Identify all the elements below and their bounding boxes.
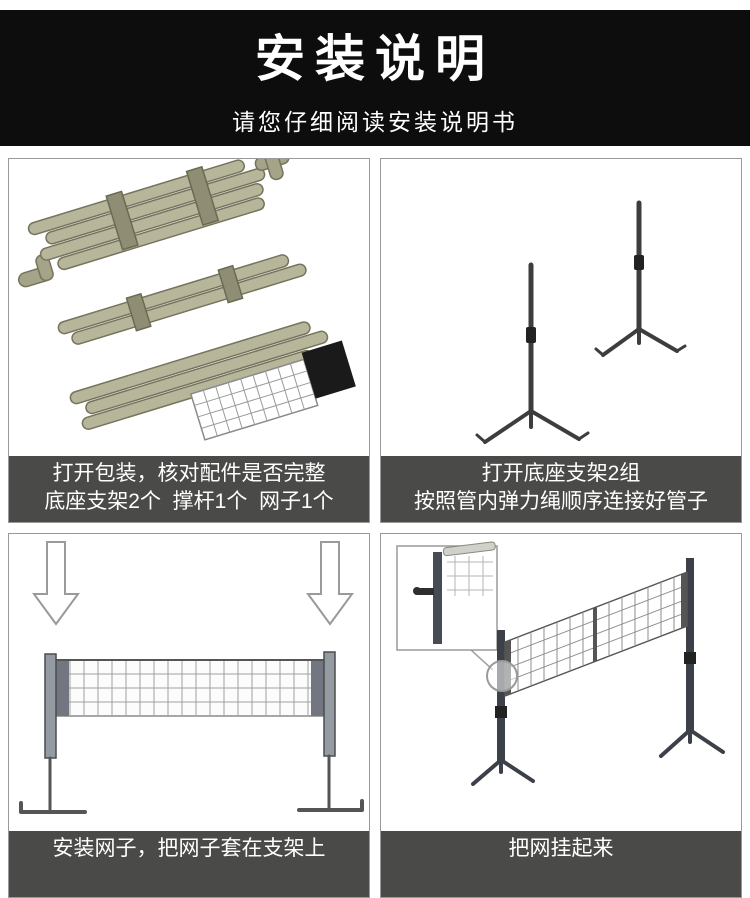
panel-step-1: 打开包装，核对配件是否完整 底座支架2个 撑杆1个 网子1个 xyxy=(8,158,370,523)
caption-line: 打开底座支架2组 xyxy=(481,462,641,485)
net-mesh xyxy=(504,571,688,698)
header-banner: 安装说明 请您仔细阅读安装说明书 xyxy=(0,10,750,146)
detail-inset xyxy=(396,541,498,651)
magnifier-circle xyxy=(486,660,518,692)
caption-line: 打开包装，核对配件是否完整 xyxy=(52,462,326,485)
net-post-right xyxy=(323,651,336,757)
tube-bundle-middle xyxy=(57,254,307,345)
parts-illustration-svg xyxy=(17,159,356,441)
tripod-stand-left xyxy=(475,262,590,444)
instruction-sheet: 安装说明 请您仔细阅读安装说明书 xyxy=(0,10,750,898)
stands-illustration-svg xyxy=(475,200,687,444)
panel-step-3: 安装网子，把网子套在支架上 xyxy=(8,533,370,898)
page-subtitle: 请您仔细阅读安装说明书 xyxy=(232,109,518,135)
assembled-net-illustration-svg xyxy=(396,541,725,786)
net-swatch xyxy=(189,340,356,441)
panel-step-4: 把网挂起来 xyxy=(380,533,742,898)
steps-grid: 打开包装，核对配件是否完整 底座支架2个 撑杆1个 网子1个 xyxy=(8,158,742,898)
step-caption: 打开包装，核对配件是否完整 底座支架2个 撑杆1个 网子1个 xyxy=(9,456,369,522)
down-arrow-left xyxy=(32,541,80,626)
caption-line: 安装网子，把网子套在支架上 xyxy=(52,837,326,860)
step-caption: 把网挂起来 xyxy=(381,831,741,897)
net-left-post xyxy=(471,630,535,786)
elbow-connector xyxy=(17,254,54,288)
net-right-post xyxy=(659,558,725,758)
parts-illustration xyxy=(9,159,369,456)
caption-line: 按照管内弹力绳顺序连接好管子 xyxy=(414,490,708,514)
caption-line: 底座支架2个 撑杆1个 网子1个 xyxy=(44,490,334,514)
page-title: 安装说明 xyxy=(255,31,495,87)
pole-connector-right xyxy=(634,255,644,270)
assembled-net-illustration xyxy=(381,534,741,831)
net-post-left xyxy=(44,653,57,759)
step-caption: 安装网子，把网子套在支架上 xyxy=(9,831,369,897)
base-feet xyxy=(19,754,364,814)
caption-line: 把网挂起来 xyxy=(508,837,614,860)
down-arrow-right xyxy=(306,541,354,626)
stands-illustration xyxy=(381,159,741,456)
net-mounting-illustration xyxy=(9,534,369,831)
panel-step-2: 打开底座支架2组 按照管内弹力绳顺序连接好管子 xyxy=(380,158,742,523)
net-mounting-illustration-svg xyxy=(19,541,364,814)
tripod-stand-right xyxy=(594,200,687,357)
step-caption: 打开底座支架2组 按照管内弹力绳顺序连接好管子 xyxy=(381,456,741,522)
pole-connector-left xyxy=(526,327,536,343)
net-band xyxy=(55,659,325,717)
tube-bundle-top xyxy=(27,159,290,271)
